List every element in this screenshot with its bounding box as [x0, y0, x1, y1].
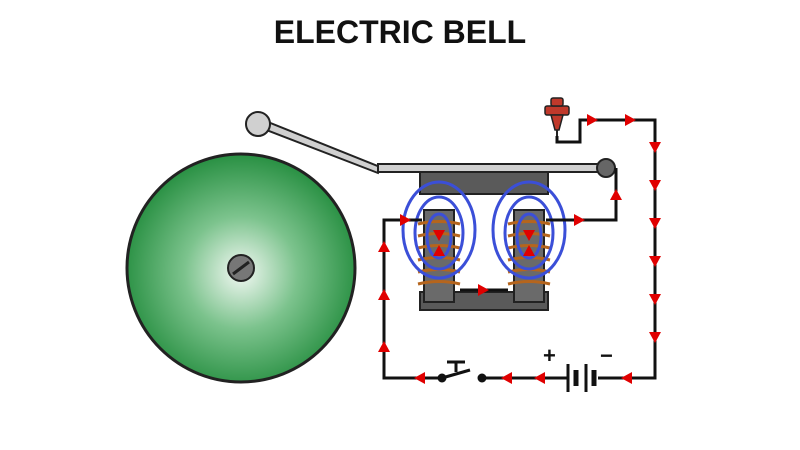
current-arrow	[649, 180, 661, 191]
current-arrow	[621, 372, 632, 384]
push-switch	[437, 360, 487, 383]
current-arrow	[523, 245, 535, 256]
bell-screw	[227, 254, 255, 282]
battery-negative-label: −	[600, 343, 613, 368]
current-arrow	[649, 142, 661, 153]
current-arrow	[649, 332, 661, 343]
current-arrow	[523, 230, 535, 241]
current-arrow	[433, 245, 445, 256]
current-arrow	[378, 241, 390, 252]
magnetic-field-left	[401, 180, 477, 280]
current-arrow	[649, 256, 661, 267]
current-arrow	[501, 372, 512, 384]
pivot-point	[596, 158, 616, 178]
current-arrow	[400, 214, 411, 226]
current-arrow	[574, 214, 585, 226]
battery	[566, 364, 597, 392]
diagram-title: ELECTRIC BELL	[273, 14, 527, 50]
contact-screw	[544, 97, 570, 136]
armature	[419, 171, 549, 195]
current-arrow	[610, 189, 622, 200]
current-arrow	[649, 218, 661, 229]
current-arrows	[378, 114, 661, 384]
magnetic-field-right	[491, 180, 567, 280]
current-arrow	[378, 289, 390, 300]
current-arrow	[378, 341, 390, 352]
current-arrow	[625, 114, 636, 126]
current-arrow	[433, 230, 445, 241]
current-arrow	[414, 372, 425, 384]
current-arrow	[587, 114, 598, 126]
current-arrow	[649, 294, 661, 305]
current-arrow	[478, 284, 489, 296]
current-arrow	[534, 372, 545, 384]
battery-positive-label: +	[543, 343, 556, 368]
